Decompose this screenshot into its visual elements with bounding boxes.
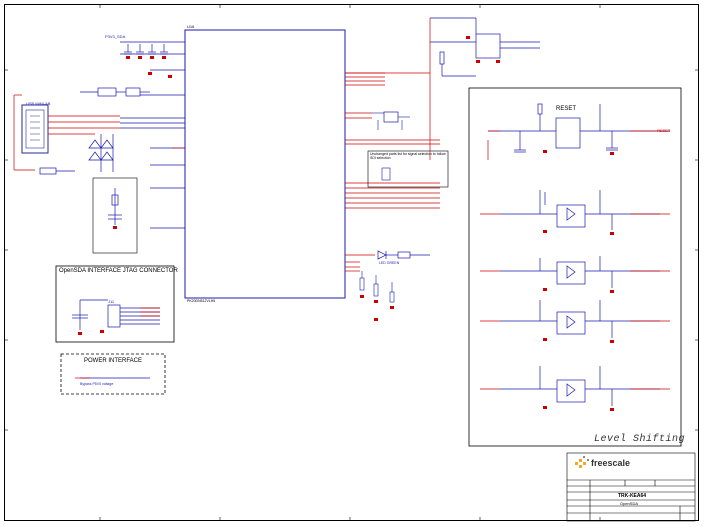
power-section-title: POWER INTERFACE [84,358,143,364]
title-block [566,452,696,522]
jtag-connector [72,299,160,330]
note-box [367,150,449,188]
jtag-refdes: J11 [108,299,115,304]
level-shift-box [468,87,682,447]
level-shifting-title: Level Shifting [594,434,686,445]
level-shifter-3 [500,300,660,338]
usb-label: USB MINI-AB [26,101,51,106]
boot-box [92,177,138,254]
crystal [383,111,399,123]
buffer-top [430,17,540,77]
vdd-label: P3V3_SDA [105,34,126,39]
board-name: TRK-KEA64 [618,493,647,499]
note-text: Unchanged parts list for signal selectio… [370,152,446,160]
esd-diodes [88,134,114,172]
power-bypass-label: Bypass P5V0 voltage [80,382,114,386]
level-shifter-1 [500,190,660,230]
mcu-body [184,29,346,299]
reset-circuit [488,103,670,153]
level-shifter-4 [500,366,660,406]
usb-connector [21,104,49,154]
level-shifter-2 [500,256,660,288]
company-logo-text: freescale [591,458,631,468]
led-label: LED GREEN [379,261,400,265]
jtag-box [55,265,175,343]
reset-net-label: RESET [657,128,671,133]
led [377,250,430,260]
sheet-name: OpenSDA [620,501,639,506]
sheet-border [4,4,699,521]
mcu-refdes: U16 [187,24,195,29]
jtag-section-title: OpenSDA INTERFACE JTAG CONNECTOR [59,268,178,274]
reset-title: RESET [556,106,577,112]
power-box [60,353,166,395]
mcu-part: PK20DN512VLH5 [187,299,216,303]
freescale-logo-icon [575,459,586,468]
